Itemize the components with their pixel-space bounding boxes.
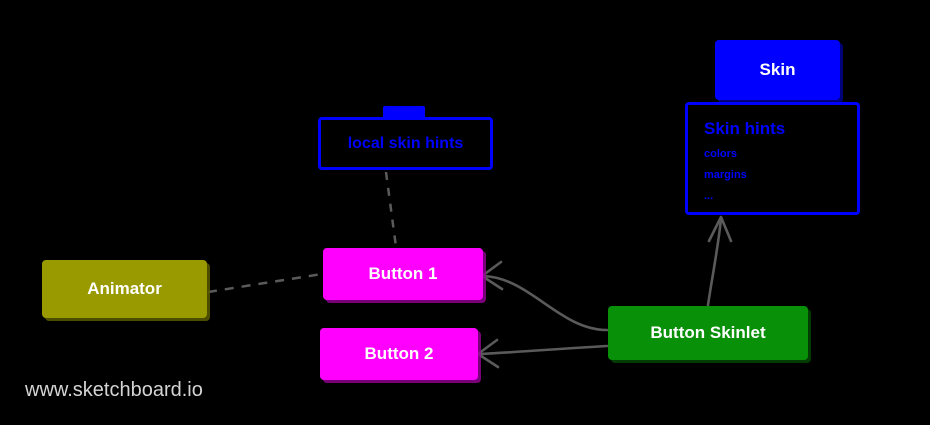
node-local-skin-hints-label: local skin hints [347,134,464,152]
skin-hints-item-colors: colors [704,148,738,160]
node-button-skinlet-label: Button Skinlet [650,323,766,342]
watermark: www.sketchboard.io [25,379,203,401]
local-skin-hints-tab [383,106,425,119]
connector-skinlet-to-button2 [478,344,609,356]
node-button1-label: Button 1 [368,264,438,283]
skin-hints-title: Skin hints [704,119,786,138]
node-button2-label: Button 2 [364,344,434,363]
connector-skinlet-to-skin-hints [706,217,723,307]
node-button1[interactable]: Button 1 [323,248,483,300]
skin-hints-item-margins: margins [704,169,747,181]
node-local-skin-hints[interactable]: local skin hints [318,117,493,170]
node-button2[interactable]: Button 2 [320,328,478,380]
node-animator[interactable]: Animator [42,260,207,318]
node-skin-hints[interactable]: Skin hints colors margins ... [685,102,860,215]
connector-animator-to-button1 [207,272,323,294]
node-skin-label: Skin [759,60,796,79]
arrowhead-skinlet-to-button1 [480,260,504,291]
arrowhead-skinlet-to-skin-hints [707,215,733,243]
skin-hints-item-ellipsis: ... [704,190,714,202]
node-animator-label: Animator [87,279,162,298]
node-skin[interactable]: Skin [715,40,840,100]
node-button-skinlet[interactable]: Button Skinlet [608,306,808,360]
arrowhead-skinlet-to-button2 [476,338,500,369]
connector-skinlet-to-button1 [482,274,609,332]
connector-local-skin-hints-to-button1 [384,171,398,248]
